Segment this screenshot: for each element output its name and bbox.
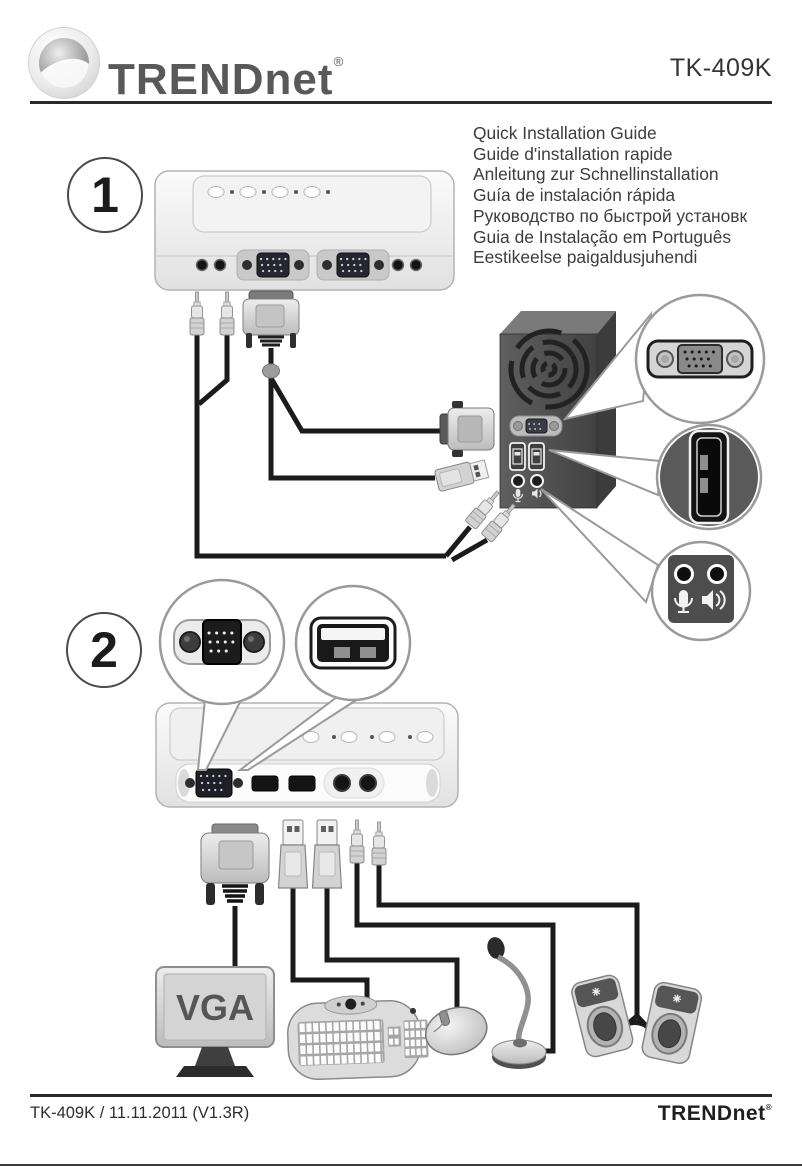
keyboard bbox=[286, 995, 429, 1081]
guide-title-es: Guía de instalación rápida bbox=[473, 185, 676, 206]
tower-audio-jacks bbox=[511, 474, 544, 503]
kvm-leds bbox=[207, 186, 330, 198]
kvm-rear-vga-port-2 bbox=[316, 249, 390, 281]
guide-title-de: Anleitung zur Schnellinstallation bbox=[473, 164, 719, 185]
microphone-icon bbox=[674, 590, 693, 613]
trendnet-globe-icon bbox=[28, 27, 100, 99]
kvm-rear-vga-port-1 bbox=[236, 249, 310, 281]
step-2-badge: 2 bbox=[66, 612, 142, 688]
footer-divider bbox=[30, 1094, 772, 1097]
registered-mark: ® bbox=[333, 54, 344, 69]
kvm-rear-audio-jacks-left bbox=[195, 258, 227, 272]
globe-wave bbox=[39, 53, 89, 88]
monitor-label: VGA bbox=[176, 987, 254, 1028]
kvm-switch-rear-view bbox=[154, 170, 455, 291]
speaker-icon bbox=[532, 488, 542, 499]
footer-version-text: TK-409K / 11.11.2011 (V1.3R) bbox=[30, 1104, 250, 1122]
globe-sphere bbox=[39, 38, 89, 88]
callout-vga-port-2 bbox=[158, 578, 286, 706]
section1-cables bbox=[194, 332, 489, 563]
tower-usb-ports bbox=[509, 442, 545, 471]
speakers bbox=[571, 974, 703, 1065]
callout-vga-port bbox=[634, 293, 766, 425]
stereo-audio-plugs bbox=[189, 291, 235, 336]
page-bottom-rule bbox=[0, 1164, 802, 1166]
dvi-connector bbox=[200, 823, 270, 905]
callout-wedge-audio bbox=[540, 488, 660, 604]
kvm-rear-audio-jacks-right bbox=[391, 258, 423, 272]
ferrite-bead bbox=[262, 363, 280, 379]
guide-title-en: Quick Installation Guide bbox=[473, 123, 657, 143]
kvm-front-vga-port bbox=[185, 768, 243, 798]
kvm-front-audio-jacks bbox=[323, 767, 385, 799]
mouse bbox=[424, 1006, 488, 1056]
usb-plugs bbox=[277, 819, 343, 889]
guide-title-et: Eestikeelse paigaldusjuhendi bbox=[473, 247, 698, 268]
footer-brand-name: TRENDnet bbox=[657, 1102, 766, 1125]
microphone bbox=[487, 937, 547, 1069]
callout-usb-port bbox=[655, 423, 763, 531]
kvm-front-usb-ports bbox=[251, 775, 316, 792]
language-title-list: Quick Installation Guide Guide d'install… bbox=[473, 123, 747, 268]
footer-registered-mark: ® bbox=[765, 1103, 772, 1112]
brand-logo: TRENDnet® bbox=[108, 34, 343, 108]
kvm-switch-front-view bbox=[155, 702, 459, 808]
step-1-badge: 1 bbox=[67, 157, 143, 233]
vga-cable-connector bbox=[242, 290, 300, 379]
guide-title-ru: Руководство по быстрой установк bbox=[473, 205, 748, 226]
audio-plugs bbox=[349, 819, 387, 866]
callout-usb-port-2 bbox=[294, 584, 412, 702]
microphone-icon bbox=[512, 489, 524, 503]
speaker-icon bbox=[702, 590, 726, 610]
footer-brand: TRENDnet® bbox=[658, 1102, 772, 1126]
monitor: VGA bbox=[155, 966, 275, 1077]
tower-vga-port bbox=[509, 415, 563, 437]
dvi-connector-at-tower bbox=[439, 401, 495, 457]
product-model: TK-409K bbox=[669, 54, 772, 82]
header-divider bbox=[30, 101, 772, 104]
usb-plug-at-tower bbox=[434, 459, 490, 492]
brand-name: TRENDnet bbox=[108, 55, 334, 104]
callout-audio-ports bbox=[650, 540, 752, 642]
section2-cables bbox=[232, 862, 652, 1054]
guide-title-fr: Guide d'installation rapide bbox=[473, 143, 673, 164]
guide-title-pt: Guia de Instalação em Português bbox=[473, 226, 732, 247]
tower-fan-grille bbox=[508, 328, 590, 410]
